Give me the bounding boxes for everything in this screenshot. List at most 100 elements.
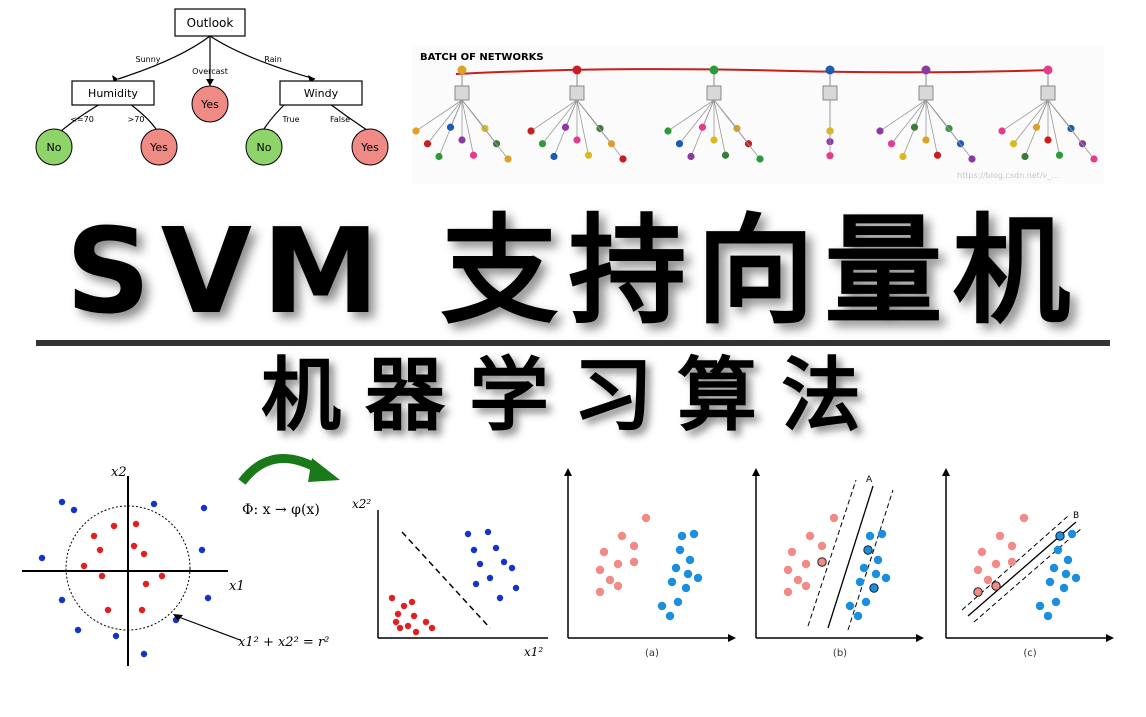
red-point (80, 562, 88, 570)
pink-point (787, 547, 797, 557)
pink-point (801, 581, 811, 591)
network-leaf-node (826, 127, 834, 135)
networks-title: BATCH OF NETWORKS (420, 52, 544, 63)
network-leaf-node (423, 140, 432, 148)
network-leaf-node (550, 152, 558, 161)
blue-point (200, 504, 208, 512)
cyan-point (869, 583, 879, 593)
tree-humidity-node (71, 80, 155, 106)
cyan-point (873, 555, 883, 565)
tree-humidity-label: Humidity (88, 87, 138, 100)
red-point (392, 618, 400, 626)
red-point (104, 606, 112, 614)
network-hub (706, 85, 722, 101)
network-leaf-node (756, 155, 764, 163)
network-leaf-node (584, 151, 593, 159)
blue-point (140, 650, 148, 658)
pink-point (595, 587, 605, 597)
network-leaf-node (527, 127, 535, 135)
network-leaf-node (1044, 136, 1052, 144)
cyan-point (1059, 583, 1069, 593)
phi-mapping: Φ: x → φ(x) (242, 502, 320, 518)
cyan-point (689, 529, 699, 539)
network-root-node (457, 65, 467, 75)
network-leaf-node (573, 136, 581, 144)
title-cjk: 支持向量机 (440, 202, 1081, 340)
network-root-node (1043, 65, 1053, 75)
tree-branch-gt70: >70 (128, 115, 145, 124)
network-leaf-node (1032, 123, 1041, 131)
green-arrow-icon (238, 453, 340, 485)
red-point (410, 612, 418, 620)
cyan-point (1043, 611, 1053, 621)
tree-leaf-3-label: No (257, 141, 272, 154)
cyan-point (1063, 555, 1073, 565)
pink-point (829, 513, 839, 523)
panel-a-label: (a) (645, 648, 659, 659)
tree-leaf-4-label: Yes (360, 141, 379, 154)
red-point (400, 602, 408, 610)
subtitle: 机器学习算法 (261, 349, 885, 442)
pink-point (783, 565, 793, 575)
cyan-point (677, 531, 687, 541)
blue-point (496, 594, 504, 602)
cyan-point (1049, 563, 1059, 573)
kernel-boundary-circle (65, 505, 191, 631)
red-point (428, 624, 436, 632)
pink-point (1019, 513, 1029, 523)
batch-of-networks: BATCH OF NETWORKS https://blog.csdn.net/… (412, 46, 1104, 184)
cyan-point (657, 601, 667, 611)
pink-point (783, 587, 793, 597)
network-leaf-node (698, 123, 707, 131)
network-leaf-node (504, 155, 512, 163)
cyan-point (1061, 569, 1071, 579)
blue-point (512, 584, 520, 592)
pink-point (617, 531, 627, 541)
tree-branch-lte70: <=70 (70, 115, 94, 124)
tree-leaf-3 (245, 128, 283, 166)
network-hub (918, 85, 934, 101)
cyan-point (865, 531, 875, 541)
cyan-point (681, 583, 691, 593)
red-point (96, 546, 104, 554)
tree-leaf-2 (140, 128, 178, 166)
pink-point (973, 565, 983, 575)
network-leaf-node (412, 127, 420, 135)
pink-point (629, 541, 639, 551)
pink-point (973, 587, 983, 597)
tree-branch-sunny: Sunny (135, 55, 160, 64)
network-leaf-node (887, 140, 896, 148)
cyan-point (675, 545, 685, 555)
red-point (138, 606, 146, 614)
panel-b-label: (b) (833, 648, 847, 659)
panel-a: (a) (564, 468, 736, 659)
cyan-point (859, 563, 869, 573)
kernel-points (38, 498, 212, 658)
kernel-y-label: x2 (111, 465, 127, 480)
pink-point (991, 559, 1001, 569)
blue-point (476, 560, 484, 568)
network-leaf-node (561, 123, 570, 131)
phi-label: Φ: x → φ(x) (242, 502, 320, 518)
blue-point (508, 564, 516, 572)
red-point (394, 610, 402, 618)
cyan-point (845, 601, 855, 611)
network-leaf-node (1090, 155, 1098, 163)
network-hub (822, 85, 838, 101)
cyan-point (683, 569, 693, 579)
cyan-point (1067, 529, 1077, 539)
tree-overcast-leaf-label: Yes (200, 98, 219, 111)
blue-point (58, 596, 66, 604)
tree-root-node (174, 8, 246, 37)
network-root-node (921, 65, 931, 75)
red-point (140, 550, 148, 558)
network-hub (569, 85, 585, 101)
blue-point (150, 500, 158, 508)
network-leaf-node (899, 152, 907, 161)
cyan-point (881, 573, 891, 583)
network-hub (1040, 85, 1056, 101)
cyan-point (1045, 577, 1055, 587)
tree-branch-false: False (330, 115, 350, 124)
panel-c: B (c) (942, 468, 1114, 659)
pink-point (613, 559, 623, 569)
